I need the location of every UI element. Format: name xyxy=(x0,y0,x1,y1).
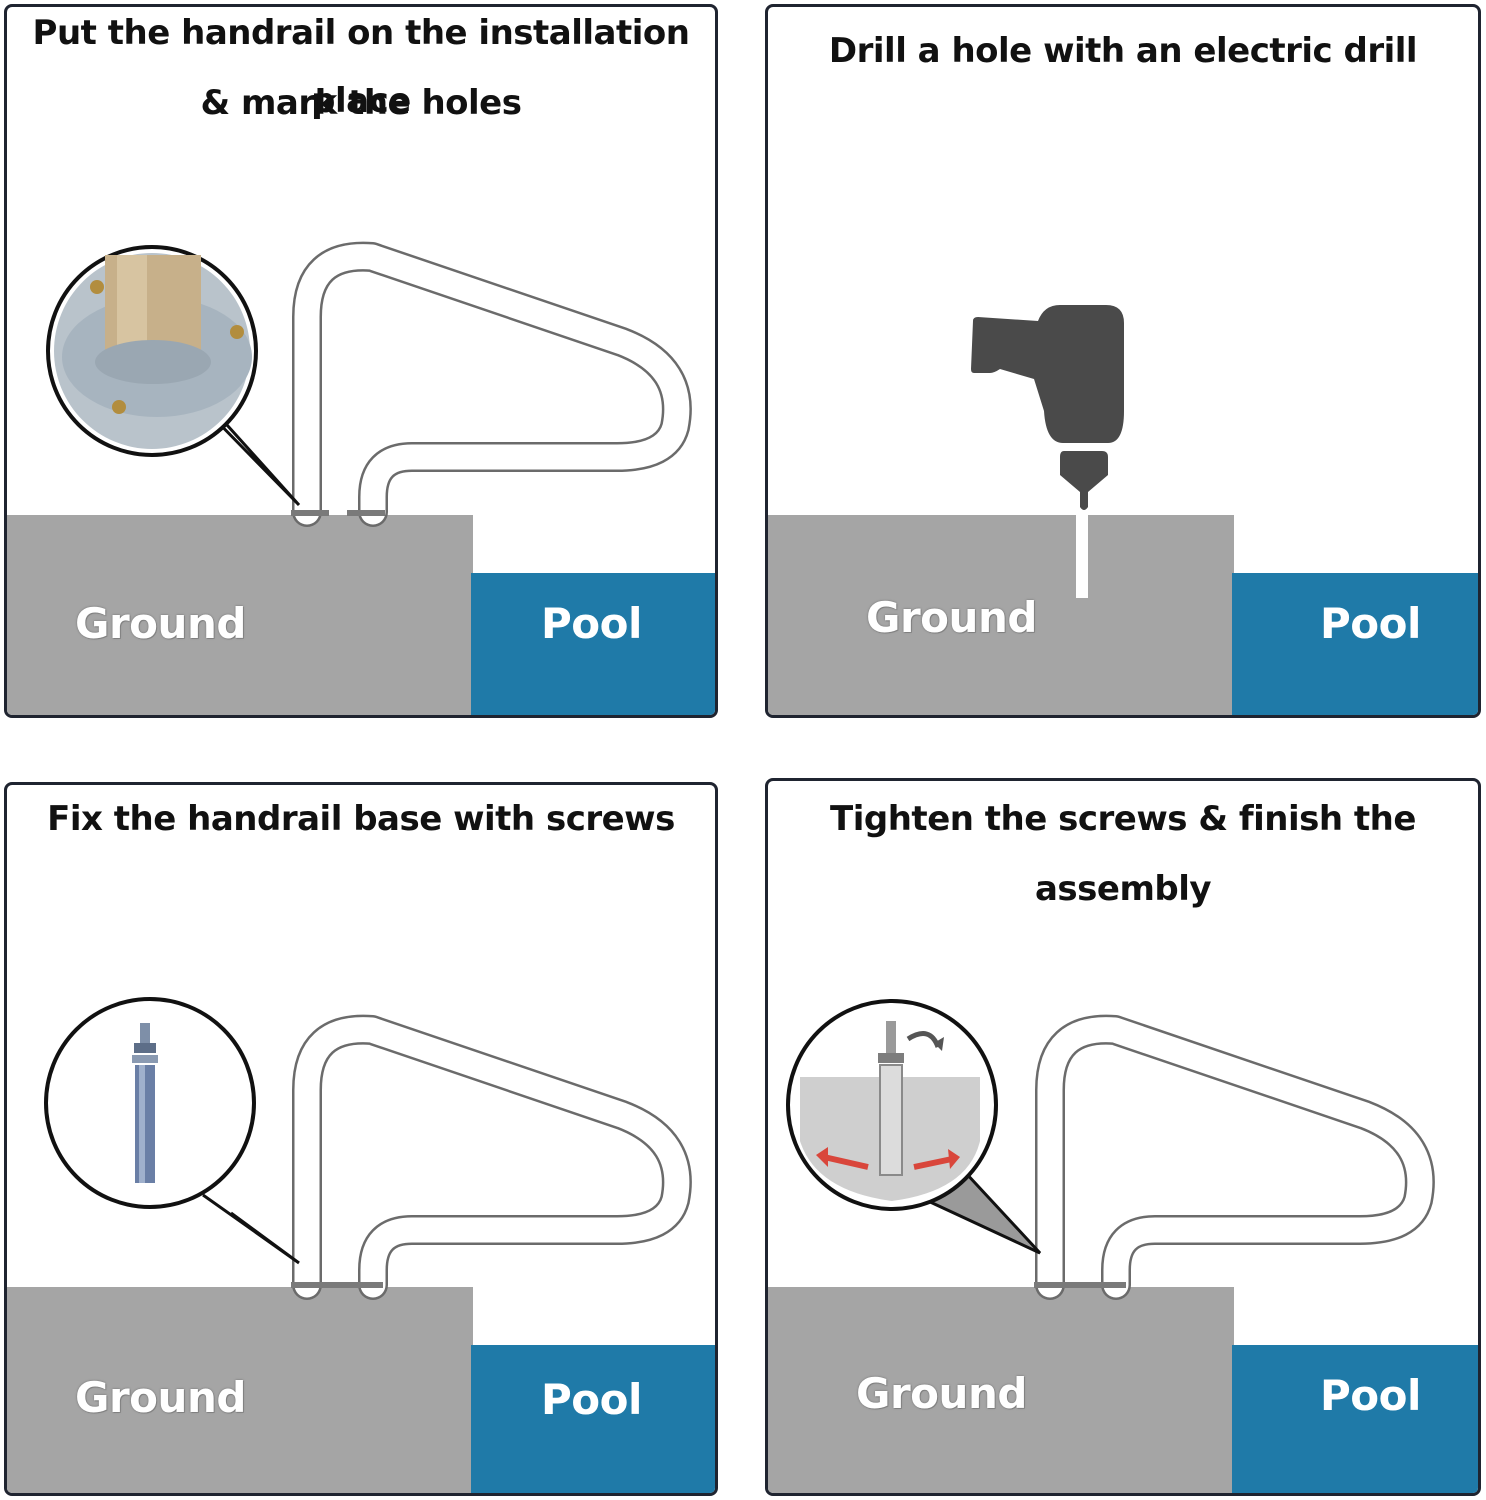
step-3-panel: Fix the handrail base with screws Ground… xyxy=(4,782,718,1496)
pool-block: Pool xyxy=(1232,573,1478,715)
ground-block: Ground xyxy=(768,515,1234,715)
step-1-panel: Put the handrail on the installation pla… xyxy=(4,4,718,718)
step-1-title-line-2: & mark the holes xyxy=(200,83,522,123)
step-1-title-line-1: Put the handrail on the installation pla… xyxy=(32,13,690,121)
callout-bubble xyxy=(786,999,1042,1255)
ground-label: Ground xyxy=(856,1369,1027,1418)
step-3-title-line-1: Fix the handrail base with screws xyxy=(47,799,675,839)
pool-label: Pool xyxy=(1320,1371,1421,1420)
ground-label: Ground xyxy=(75,599,246,648)
handrail-icon xyxy=(291,241,692,527)
step-1-illustration xyxy=(46,241,692,527)
drilled-hole xyxy=(1076,512,1088,598)
step-4-illustration xyxy=(786,999,1435,1300)
step-4-panel: Tighten the screws & finish the assembly… xyxy=(765,778,1481,1496)
ground-block: Ground xyxy=(7,1287,473,1493)
step-4-title-line-2: assembly xyxy=(1034,869,1212,909)
callout-bubble xyxy=(46,245,301,507)
ground-label: Ground xyxy=(866,593,1037,642)
pool-label: Pool xyxy=(1320,599,1421,648)
step-2-panel: Drill a hole with an electric drill Grou… xyxy=(765,4,1481,718)
electric-drill-icon xyxy=(971,305,1124,510)
ground-block: Ground xyxy=(768,1287,1234,1493)
ground-block: Ground xyxy=(7,515,473,715)
step-3-illustration xyxy=(44,997,692,1300)
callout-bubble xyxy=(44,997,300,1265)
handrail-icon xyxy=(1034,1014,1435,1300)
step-2-title-line-1: Drill a hole with an electric drill xyxy=(828,31,1418,71)
pool-block: Pool xyxy=(471,1345,715,1493)
pool-label: Pool xyxy=(541,1375,642,1424)
expanded-anchor-icon xyxy=(800,1021,980,1201)
ground-label: Ground xyxy=(75,1373,246,1422)
step-4-title-line-1: Tighten the screws & finish the xyxy=(830,799,1416,839)
handrail-base-photo-icon xyxy=(54,253,252,449)
pool-label: Pool xyxy=(541,599,642,648)
handrail-icon xyxy=(291,1014,692,1300)
step-2-illustration xyxy=(971,305,1124,598)
pool-block: Pool xyxy=(1232,1345,1478,1493)
expansion-bolt-icon xyxy=(132,1023,158,1183)
pool-block: Pool xyxy=(471,573,715,715)
